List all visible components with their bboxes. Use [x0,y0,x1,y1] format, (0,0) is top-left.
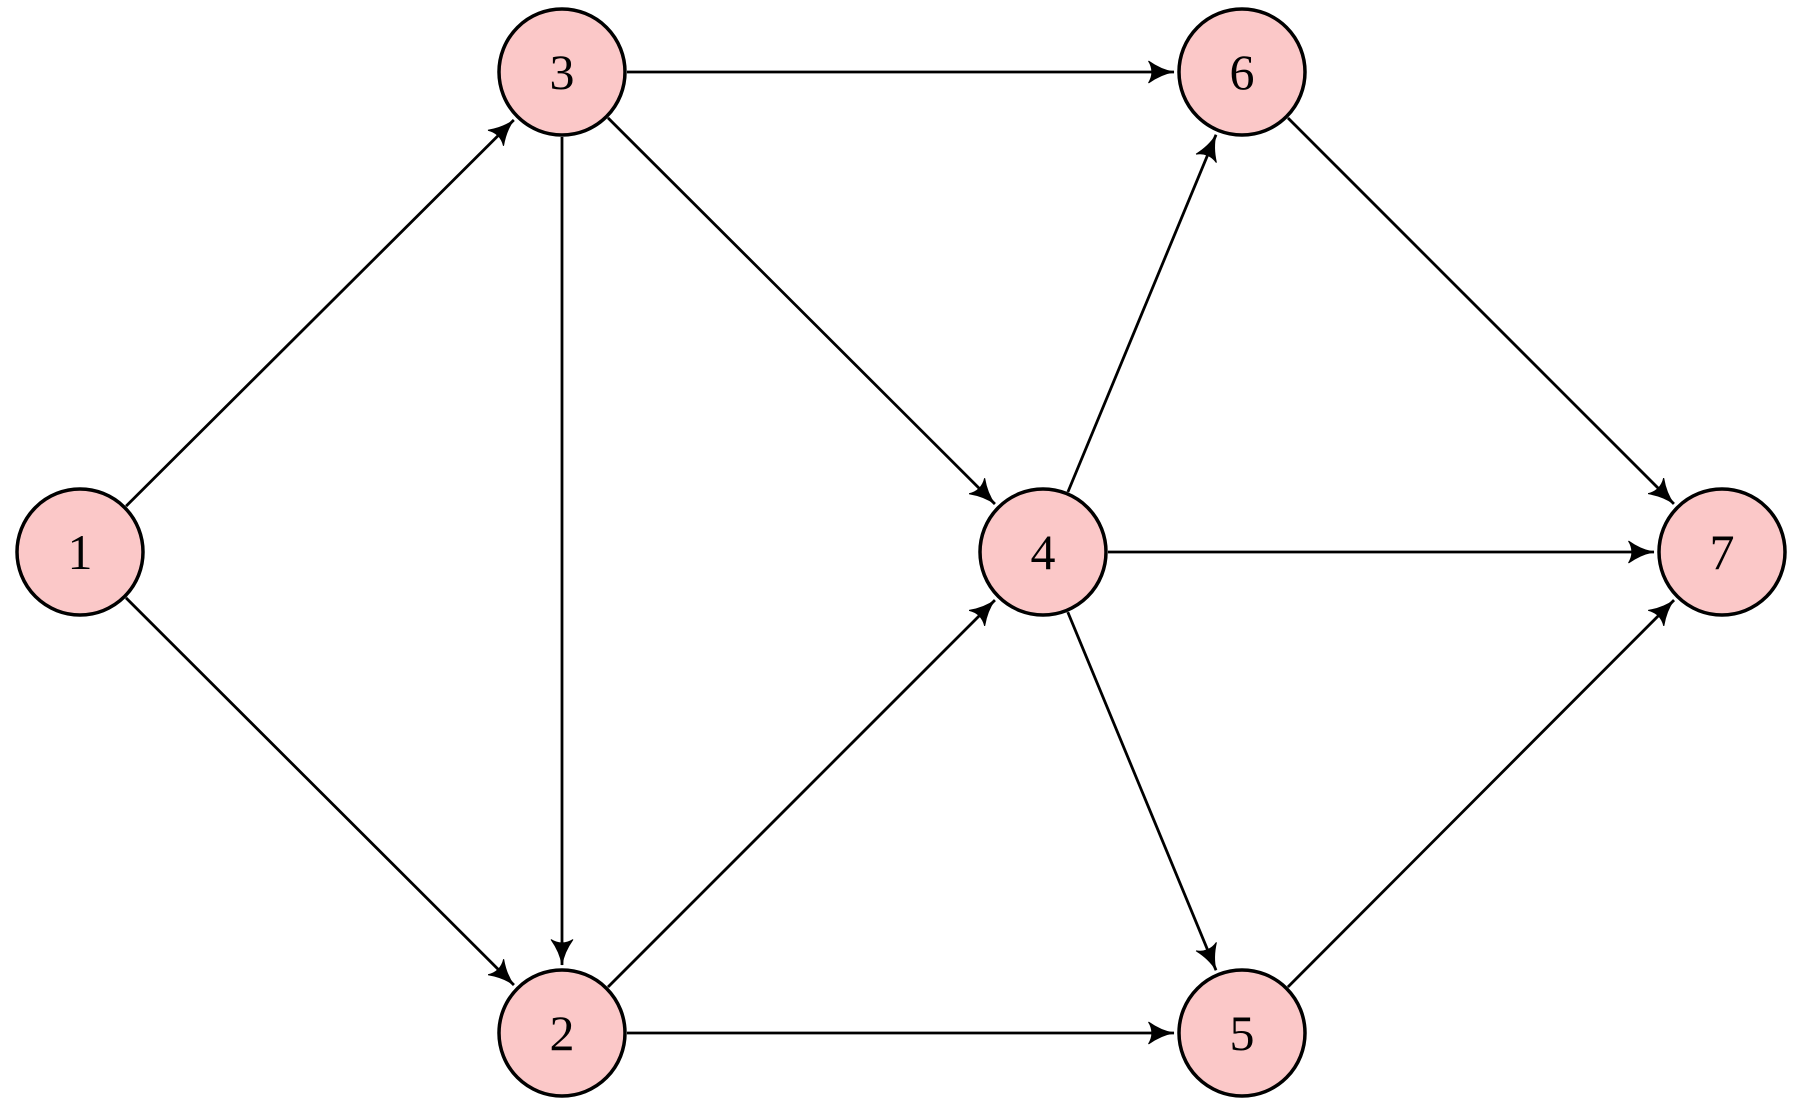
node-label-4: 4 [1031,524,1056,580]
edge-1-2 [125,596,515,986]
node-circle-4 [978,487,1108,617]
nodes-layer: 1 2 3 4 5 6 7 [15,7,1787,1098]
node-label-5: 5 [1230,1005,1255,1061]
node-circle-7 [1657,487,1787,617]
node-2: 2 [497,968,627,1098]
edge-4-5 [1066,611,1218,971]
edge-5-7 [1286,599,1675,988]
node-7: 7 [1657,487,1787,617]
edge-6-7 [1287,117,1675,505]
node-label-6: 6 [1230,44,1255,100]
node-circle-3 [497,7,627,137]
node-5: 5 [1177,968,1307,1098]
node-label-2: 2 [550,1005,575,1061]
edge-1-3 [125,119,515,508]
edges-layer [125,60,1675,1045]
node-4: 4 [978,487,1108,617]
node-circle-6 [1177,7,1307,137]
node-circle-2 [497,968,627,1098]
node-circle-1 [15,487,145,617]
node-1: 1 [15,487,145,617]
node-label-3: 3 [550,44,575,100]
node-label-1: 1 [68,524,93,580]
node-3: 3 [497,7,627,137]
node-label-7: 7 [1710,524,1735,580]
node-6: 6 [1177,7,1307,137]
edge-4-6 [1066,134,1218,493]
edge-2-4 [607,599,996,988]
node-circle-5 [1177,968,1307,1098]
edge-3-4 [607,116,996,505]
